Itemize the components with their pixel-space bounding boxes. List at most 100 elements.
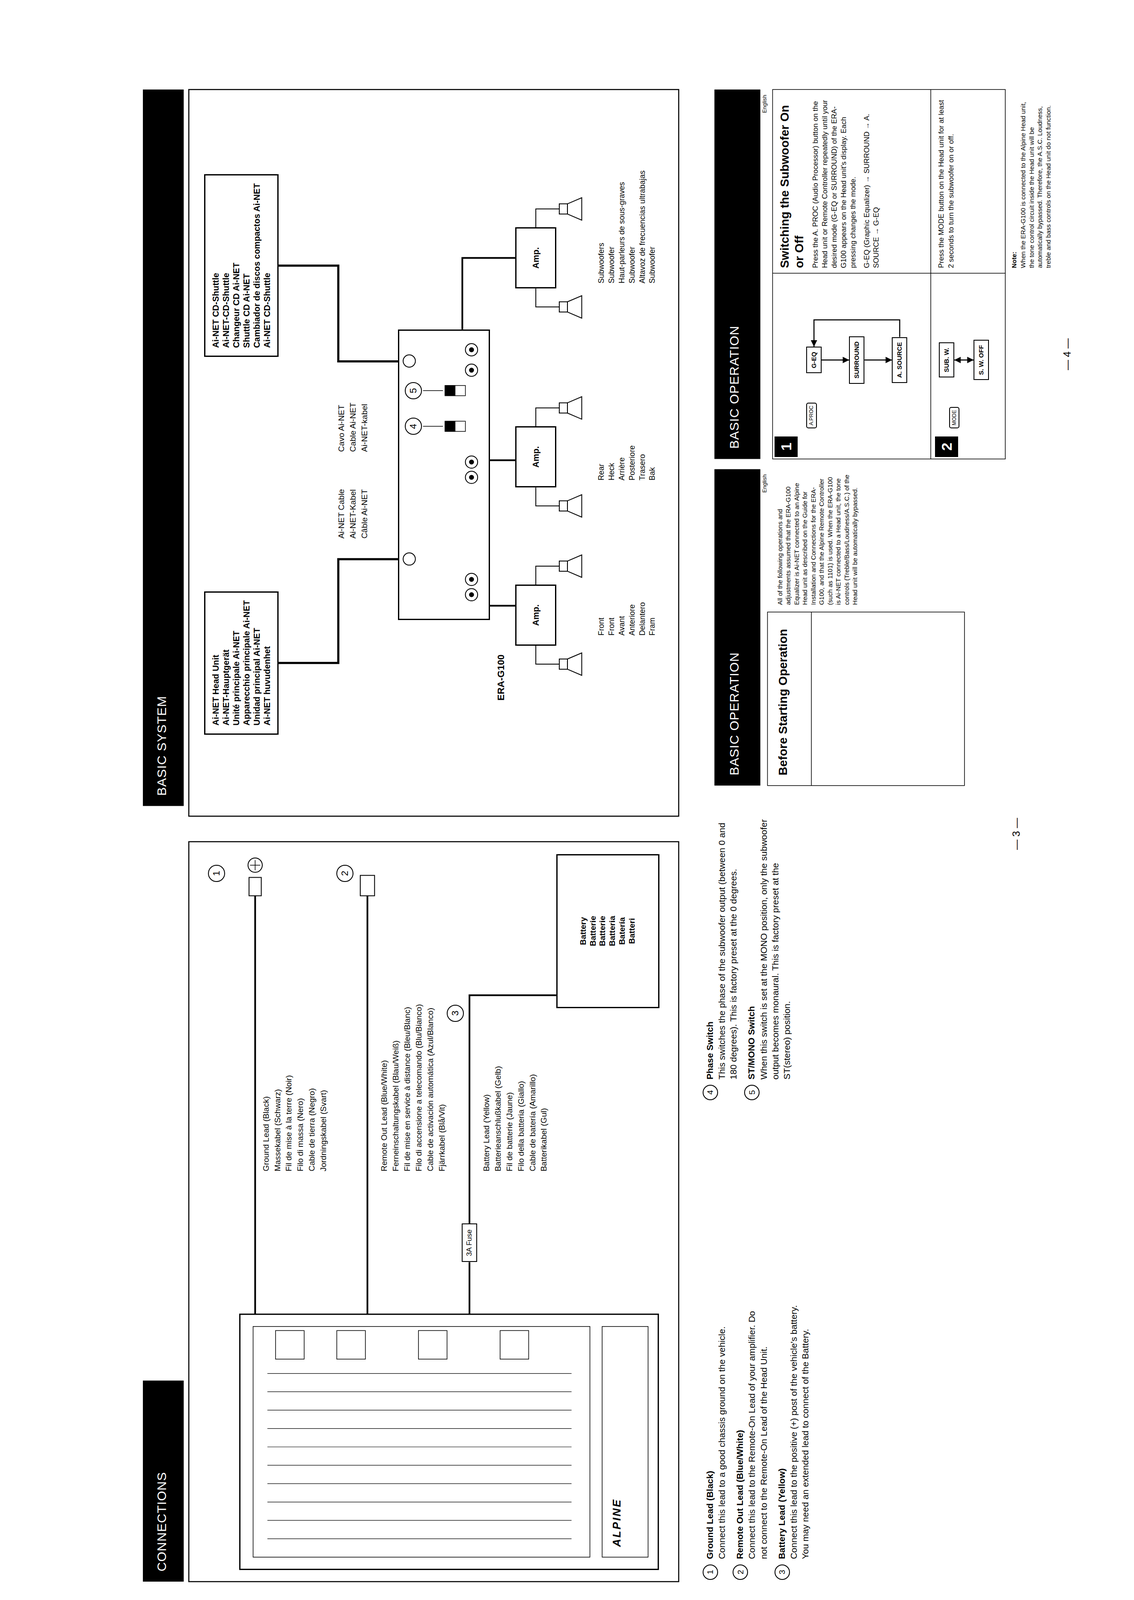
heatsink-slat	[267, 1483, 572, 1485]
heatsink-slat	[267, 1501, 572, 1503]
lead-label: Fil de mise à la terre (Noir)	[284, 1074, 294, 1172]
body-text: G-EQ (Graphic Equalizer) → SURROUND → A.…	[862, 96, 882, 269]
note-text: When the ERA-G100 is connected to the Al…	[1018, 96, 1053, 269]
rca-pin	[469, 592, 474, 597]
node-text: Cambiador de discos compactos Ai-NET	[251, 183, 262, 348]
speaker-label: Altavoz de frecuencias ultrabajas	[638, 170, 648, 284]
callout-number: 5	[404, 382, 422, 400]
node-text: SUB. W.	[942, 347, 951, 373]
speaker-label: Posteriore	[627, 445, 638, 481]
rca-jack	[465, 588, 478, 601]
amplifier-box: Amp.	[515, 584, 556, 646]
lead-label: Cable de tierra (Negro)	[307, 1088, 318, 1172]
node-text: Batterie	[597, 915, 608, 947]
node-text: MODE	[951, 409, 958, 426]
section-heading: Before Starting Operation	[775, 622, 791, 776]
node-text: Amp.	[530, 604, 541, 626]
body-text: All of the following operations and adju…	[775, 474, 860, 605]
cable-label: Câble Ai-NET	[359, 489, 370, 539]
section-heading: Switching the Subwoofer On or Off	[777, 96, 807, 269]
ai-net-jack	[403, 552, 416, 566]
equalizer-panel	[252, 1326, 590, 1558]
mode-box: SURROUND	[849, 336, 865, 384]
speaker-magnet	[559, 203, 568, 214]
heatsink-slat	[267, 1428, 572, 1429]
lead-label: Ground Lead (Black)	[261, 1096, 272, 1172]
speaker-label: Trasero	[638, 454, 648, 481]
amplifier-box: Amp.	[515, 426, 556, 488]
page-number: — 3 —	[1010, 817, 1023, 850]
body-text: Press the MODE button on the Head unit f…	[936, 96, 956, 269]
speaker-cone	[567, 494, 582, 517]
remote-lead	[366, 895, 369, 1315]
heatsink-slat	[267, 1410, 572, 1411]
connector	[864, 359, 892, 361]
mono-switch	[445, 385, 466, 396]
callout-number: 4	[702, 1084, 719, 1101]
section-bar	[714, 89, 761, 459]
leader-line	[423, 390, 444, 392]
language-tag: English	[761, 474, 769, 493]
remote-button: A.PROC	[806, 402, 817, 429]
brand-logo: ALPINE	[610, 1498, 624, 1547]
control-knob	[336, 1330, 366, 1360]
node-text: Ai-NET-CD-Shuttle	[220, 183, 232, 348]
rca-pin	[469, 577, 474, 582]
lead-label: Cable de batería (Amarillo)	[528, 1074, 538, 1172]
lead-label: Remote Out Lead (Blue/White)	[379, 1060, 390, 1172]
cable-label: Cable Ai-NET	[348, 402, 359, 452]
rca-jack	[465, 364, 478, 377]
note-text: When this switch is set at the MONO posi…	[757, 819, 793, 1080]
step-divider	[930, 89, 932, 459]
heatsink-slat	[267, 1465, 572, 1466]
note-heading: Note:	[1010, 96, 1019, 269]
connector	[954, 359, 974, 361]
lead-label: Massekabel (Schwarz)	[273, 1089, 283, 1172]
speaker-cone	[567, 295, 582, 318]
node-text: Ai-NET-Hauptgerät	[220, 600, 232, 726]
speaker-label: Subwoofer	[607, 246, 617, 284]
note-heading: Phase Switch	[704, 819, 716, 1080]
note-heading: Remote Out Lead (Blue/White)	[734, 1303, 746, 1559]
callout-number: 3	[446, 1004, 464, 1022]
column-divider	[772, 273, 1006, 274]
node-text: SURROUND	[852, 341, 861, 379]
lead-label: Filo della batteria (Giallo)	[516, 1080, 527, 1172]
mode-box: SUB. W.	[938, 342, 955, 378]
node-text: A.PROC	[808, 405, 815, 426]
speaker-label: Front	[607, 617, 617, 636]
heatsink-slat	[267, 1373, 572, 1374]
callout-number: 2	[336, 864, 354, 882]
speaker-cone	[567, 653, 582, 676]
speaker-cone	[567, 197, 582, 220]
section-bar	[142, 89, 184, 806]
mode-box: S. W. OFF	[973, 339, 989, 380]
language-tag: English	[761, 94, 769, 113]
lead-label: Cable de activación automática (Azul/Bla…	[425, 1007, 436, 1172]
heatsink-slat	[267, 1519, 572, 1521]
speaker-cone	[567, 555, 582, 578]
node-text: G-EQ	[810, 351, 818, 369]
lead-label: Fjärrkabel (Blå/Vit)	[437, 1104, 448, 1172]
rca-pin	[469, 475, 474, 480]
cable-label: Cavo Ai-NET	[336, 404, 347, 452]
node-text: Unidad principal Ai-NET	[251, 600, 262, 726]
note-text: This switches the phase of the subwoofer…	[715, 819, 740, 1080]
lead-label: Jordningskabel (Svart)	[318, 1089, 329, 1172]
lead-label: Ferneinschaltungskabel (Blau/Weiß)	[391, 1040, 401, 1172]
illustration-panel	[767, 611, 965, 786]
callout-number: 1	[207, 864, 226, 882]
body-text: Press the A. PROC (Audio Processor) butt…	[810, 96, 858, 269]
speaker-wire	[535, 566, 560, 585]
speaker-label: Anteriore	[627, 604, 638, 636]
cable-label: Ai-NET-Kabel	[348, 489, 359, 539]
control-knob	[418, 1330, 448, 1360]
step-number: 2	[935, 436, 959, 458]
lead-label: Fil de batterie (Jaune)	[504, 1092, 515, 1172]
speaker-label: Subwoofer	[647, 246, 658, 284]
speaker-wire	[535, 208, 560, 228]
section-header: BASIC OPERATION	[726, 325, 743, 449]
node-text: Changeur CD Ai-NET	[231, 183, 242, 348]
amplifier-box: Amp.	[515, 227, 556, 289]
cd-shuttle-box: Ai-NET CD-ShuttleAi-NET-CD-ShuttleChange…	[204, 174, 279, 357]
